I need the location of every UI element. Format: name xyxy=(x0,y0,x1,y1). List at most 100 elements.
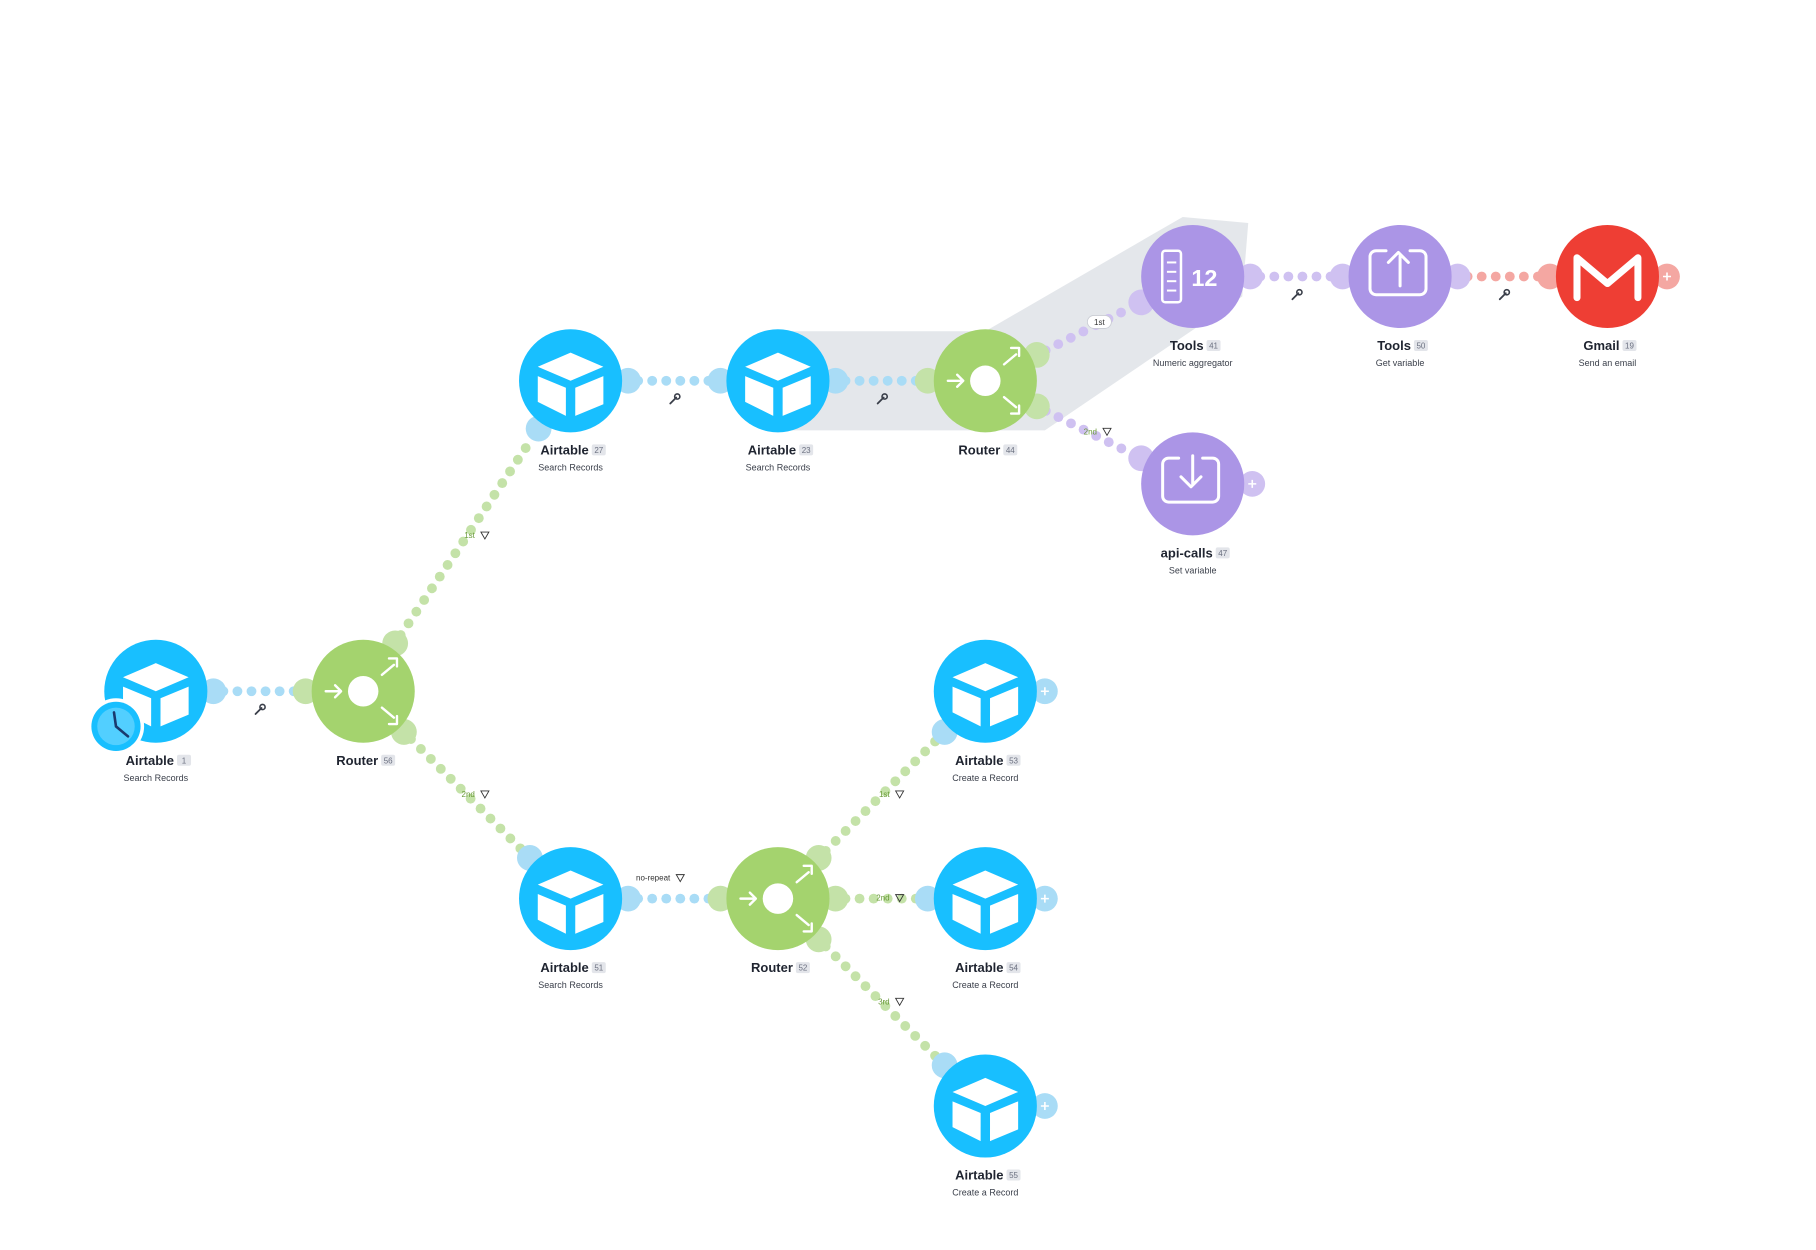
svg-text:47: 47 xyxy=(1218,549,1227,558)
connection-dot xyxy=(920,746,931,757)
module-subtitle: Create a Record xyxy=(952,773,1018,783)
svg-text:no-repeat: no-repeat xyxy=(636,874,671,883)
filter-icon[interactable] xyxy=(894,894,905,903)
connection-n52-n53[interactable]: 1st xyxy=(805,719,958,871)
connection-dot xyxy=(1091,430,1102,441)
connection-n52-n54[interactable]: 2nd xyxy=(822,885,941,912)
wrench-icon[interactable] xyxy=(876,393,889,405)
airtable-box-icon xyxy=(745,352,811,416)
airtable-box-icon xyxy=(952,870,1019,934)
filter-icon[interactable] xyxy=(675,874,686,883)
connection-n51-n52[interactable]: no-repeat xyxy=(615,869,734,912)
wrench-icon[interactable] xyxy=(254,703,266,715)
svg-text:1st: 1st xyxy=(464,531,475,540)
connection-dot xyxy=(900,766,911,777)
connection-n27-n23[interactable] xyxy=(615,367,734,405)
module-title: Router xyxy=(958,442,1000,457)
module-subtitle: Search Records xyxy=(538,980,603,990)
route-label[interactable]: no-repeat xyxy=(636,869,711,884)
connection-dot xyxy=(1504,271,1515,282)
connection-dot xyxy=(1066,418,1076,429)
airtable-box-icon xyxy=(537,352,604,416)
add-module-plus-icon[interactable] xyxy=(1654,263,1680,290)
route-label[interactable]: 3rd xyxy=(878,997,905,1007)
add-module-plus-icon[interactable] xyxy=(1239,470,1266,497)
connection-dot xyxy=(647,375,658,386)
connection-n1-n56[interactable] xyxy=(200,678,319,715)
wrench-icon[interactable] xyxy=(669,393,681,405)
route-label[interactable]: 1st xyxy=(879,790,905,799)
airtable-box-icon xyxy=(123,663,189,727)
connection-dot xyxy=(435,763,446,774)
svg-text:50: 50 xyxy=(1416,342,1425,351)
filter-icon[interactable] xyxy=(480,790,490,799)
connection-dot xyxy=(485,813,496,824)
connection-dot xyxy=(481,501,492,512)
svg-text:52: 52 xyxy=(798,964,807,973)
filter-icon[interactable] xyxy=(480,531,490,540)
connection-dot xyxy=(445,773,456,784)
module-id-badge xyxy=(1215,547,1230,559)
connection-n56-n51[interactable]: 2nd xyxy=(391,719,543,871)
connection-n44-n47[interactable]: 2nd xyxy=(1023,393,1155,472)
svg-text:19: 19 xyxy=(1625,342,1634,351)
module-title: Tools xyxy=(1170,338,1204,353)
connection-dot xyxy=(647,893,658,904)
svg-text:56: 56 xyxy=(384,756,393,765)
route-label[interactable]: 1st xyxy=(464,531,490,540)
connection-dot xyxy=(489,489,500,500)
route-label[interactable]: 2nd xyxy=(876,894,905,903)
route-label[interactable]: 2nd xyxy=(462,790,490,799)
add-module-plus-icon[interactable] xyxy=(1031,678,1058,705)
connection-n52-n55[interactable]: 3rd xyxy=(805,926,958,1079)
module-id-badge xyxy=(591,444,606,456)
module-circle[interactable] xyxy=(1555,224,1660,329)
connection-dot xyxy=(910,756,921,767)
module-router-56[interactable]: Router 56 xyxy=(311,639,415,768)
connection-n56-n27[interactable]: 1st xyxy=(382,415,552,657)
connection-dot xyxy=(442,560,453,570)
connection-dot xyxy=(854,375,865,386)
module-title: Router xyxy=(336,753,378,768)
filter-icon[interactable] xyxy=(894,790,905,799)
svg-text:51: 51 xyxy=(594,964,603,973)
connection-dot xyxy=(1269,271,1280,282)
module-id-badge xyxy=(1413,340,1428,352)
connection-dot xyxy=(1490,271,1501,282)
connection-dot xyxy=(458,536,469,547)
route-label[interactable]: 2nd xyxy=(1084,427,1112,437)
connection-dot xyxy=(880,1001,891,1011)
filter-icon[interactable] xyxy=(1102,427,1112,437)
airtable-box-icon xyxy=(952,663,1019,727)
add-module-plus-icon[interactable] xyxy=(1031,1093,1058,1119)
svg-text:2nd: 2nd xyxy=(462,790,475,799)
connection-n41-n50[interactable] xyxy=(1237,263,1356,301)
connection-dot xyxy=(870,991,881,1002)
add-module-plus-icon[interactable] xyxy=(1031,885,1058,912)
wrench-icon[interactable] xyxy=(1498,288,1511,301)
router-icon xyxy=(739,864,813,933)
wrench-icon[interactable] xyxy=(1291,288,1303,301)
schedule-clock-icon[interactable] xyxy=(87,698,145,755)
connection-dot xyxy=(466,524,476,535)
connection-dot xyxy=(920,1040,931,1051)
module-id-badge xyxy=(1006,962,1021,974)
filter-icon[interactable] xyxy=(894,997,905,1007)
connection-dot xyxy=(415,744,426,754)
route-label[interactable]: 1st xyxy=(1086,315,1112,329)
connection-n50-n19[interactable] xyxy=(1444,263,1563,301)
